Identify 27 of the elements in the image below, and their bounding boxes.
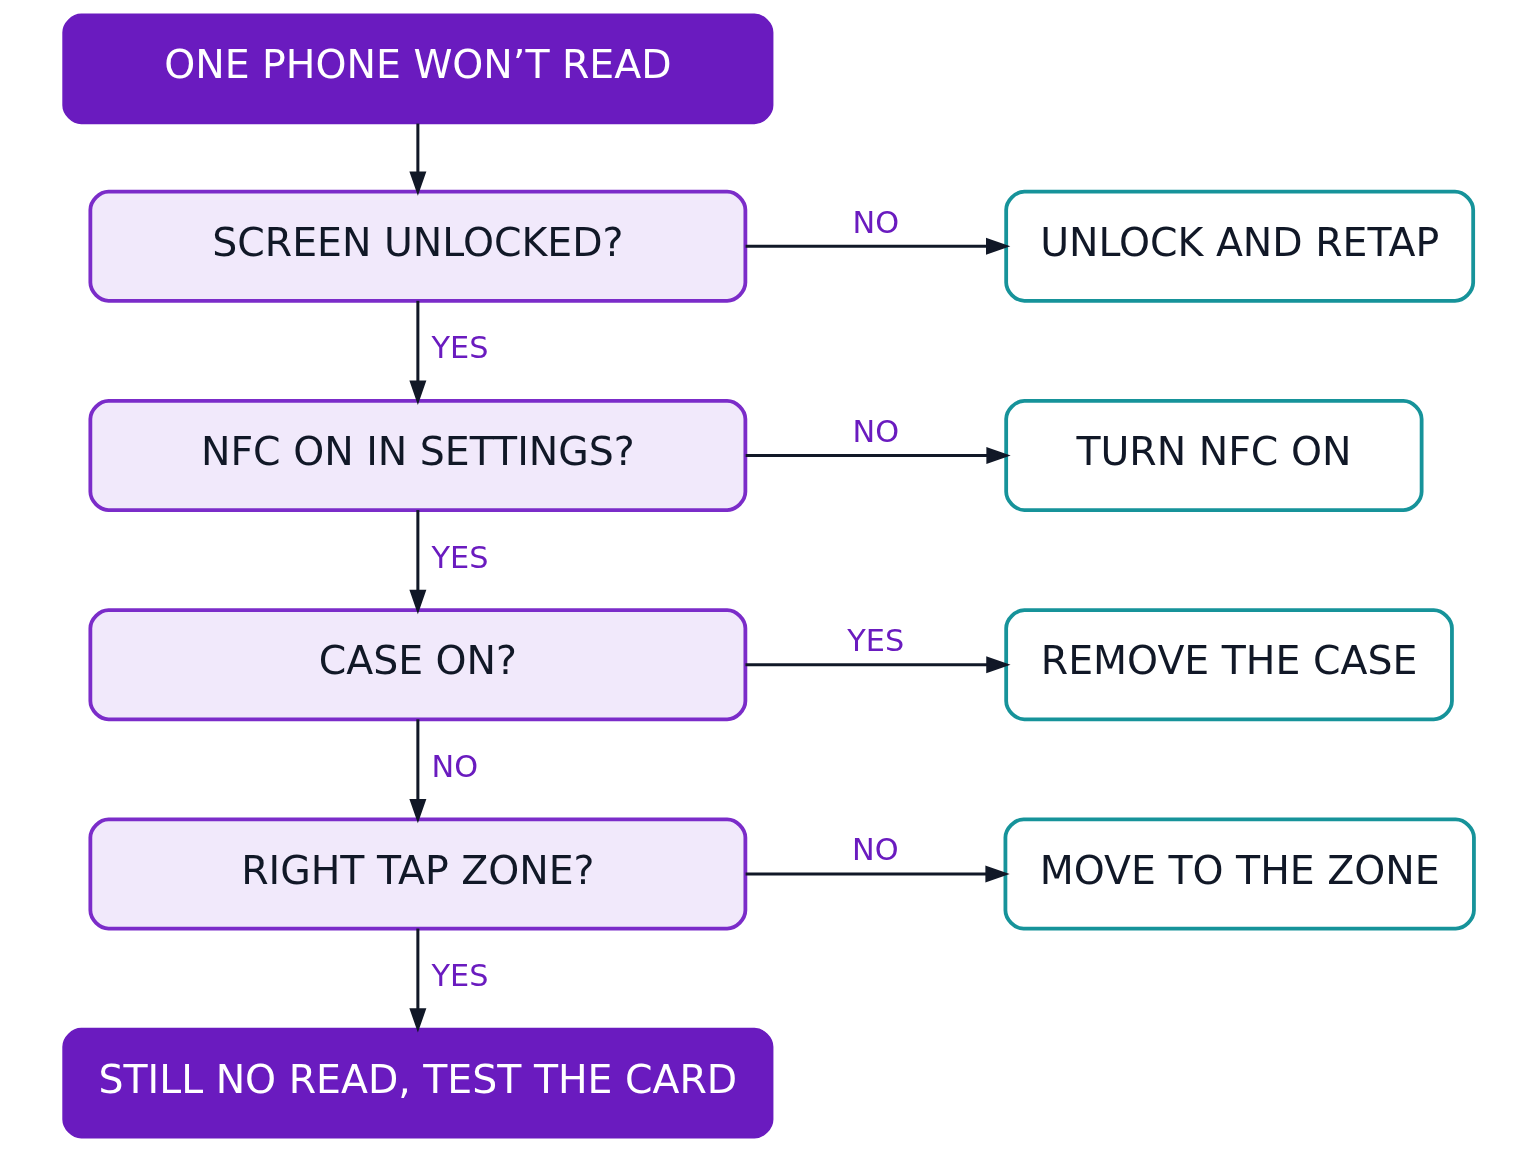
edge-label: NO [852, 413, 899, 449]
arrow [408, 123, 426, 196]
arrow [745, 865, 1010, 883]
edge-label: YES [431, 330, 488, 366]
node-box: SCREEN UNLOCKED? [87, 189, 747, 303]
node-box: RIGHT TAP ZONE? [87, 817, 747, 931]
node-box: UNLOCK AND RETAP [1003, 189, 1475, 303]
arrow [408, 928, 426, 1033]
node-box: CASE ON? [87, 608, 747, 722]
edge-label: NO [430, 748, 478, 784]
edge-label: NO [852, 204, 899, 240]
edge-label: YES [846, 623, 904, 659]
arrow [744, 656, 1011, 674]
arrow [408, 300, 426, 405]
node-box: STILL NO READ, TEST THE CARD [61, 1027, 773, 1139]
node-box: ONE PHONE WON’T READ [61, 13, 773, 125]
node-box: MOVE TO THE ZONE [1003, 817, 1476, 931]
arrow [745, 237, 1010, 255]
arrow [408, 510, 426, 615]
edge-label: NO [851, 832, 899, 868]
node-box: TURN NFC ON [1003, 398, 1423, 512]
node-box: REMOVE THE CASE [1003, 608, 1454, 722]
node-box: NFC ON IN SETTINGS? [87, 398, 747, 512]
edge-label: YES [431, 539, 488, 575]
arrow [745, 446, 1011, 464]
edge-label: YES [431, 958, 488, 994]
arrow [408, 719, 426, 824]
